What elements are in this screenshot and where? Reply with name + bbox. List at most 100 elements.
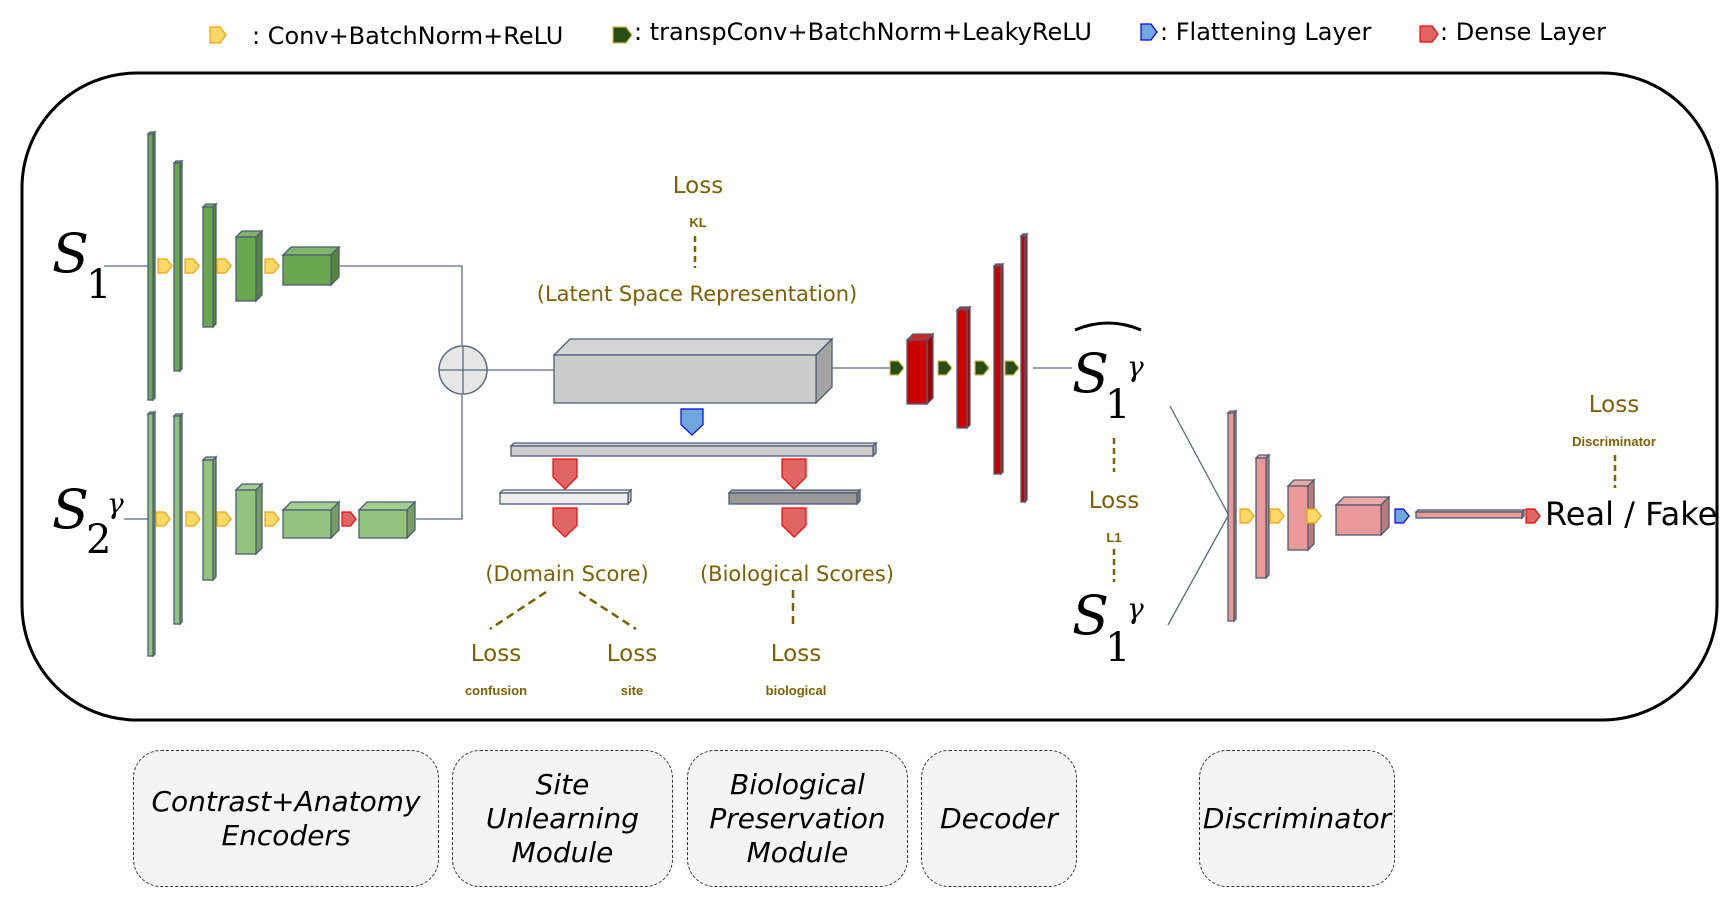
encoder2-layer-4 [234,482,264,556]
svg-text:2: 2 [86,517,111,563]
loss-site-sub: site [621,683,643,698]
legend-label-dense: : Dense Layer [1440,18,1606,46]
module-decoder: Decoder [921,750,1077,887]
conv-block-icon-e2-0 [155,511,171,527]
flatten-layer-icon [1140,23,1158,41]
svg-text:1: 1 [86,262,111,308]
encoder2-layer-2 [172,412,184,626]
main-frame [20,71,1719,722]
legend-label-conv: : Conv+BatchNorm+ReLU [252,22,563,50]
legend: : Conv+BatchNorm+ReLU : transpConv+Batch… [209,18,1606,50]
loss-biological-main: Loss [771,641,821,667]
svg-text:S: S [52,222,89,285]
svg-text:γ: γ [1127,592,1144,625]
encoder1-layer-4 [234,229,264,303]
dense-layer-icon-bio-2 [781,507,807,538]
encoder1-layer-2 [172,159,184,373]
dense-layer-icon-domain-1 [552,458,578,490]
encoder2-layer-3 [201,455,218,582]
conv-block-icon-e2-1 [185,511,201,527]
dense-layer-icon-domain-2 [552,507,578,538]
discriminator-layer-1 [1226,409,1238,623]
encoder2-layer-1 [146,410,157,658]
sum-node-icon [438,345,488,395]
encoder2-layer-5 [281,500,341,540]
biological-scores-label: (Biological Scores) [700,562,894,586]
legend-item-transp-conv: : transpConv+BatchNorm+LeakyReLU [612,18,1092,46]
input-s2-gamma-label: S 2 γ [52,478,124,563]
transp-conv-block-icon [612,26,633,44]
encoder2-layer-6 [357,500,417,540]
flattened-latent-vector [509,441,878,458]
discriminator-layer-4 [1334,495,1391,537]
legend-item-flatten: : Flattening Layer [1140,18,1371,46]
transp-conv-block-icon-dec-0 [889,360,905,376]
target-s1-gamma-label: S 1 γ [1072,584,1144,671]
svg-text:1: 1 [1105,382,1130,428]
conv-block-icon [209,26,227,44]
legend-item-conv: : Conv+BatchNorm+ReLU [209,22,563,50]
encoder1-layer-3 [201,202,218,329]
module-biological-preservation: Biological Preservation Module [687,750,908,887]
loss-site-main: Loss [607,641,657,667]
domain-dense-layer [498,488,633,506]
loss-confusion-main: Loss [471,641,521,667]
svg-text:γ: γ [107,487,124,520]
svg-text:S: S [1072,584,1109,647]
svg-text:S: S [52,478,89,541]
conv-block-icon-disc-0 [1239,508,1255,524]
dense-layer-icon [1419,25,1439,43]
flatten-layer-icon-latent [680,408,704,436]
loss-discriminator-sub: Discriminator [1572,434,1656,449]
dense-layer-icon-bio-1 [781,458,807,490]
module-encoders: Contrast+Anatomy Encoders [133,750,439,887]
hat-accent-icon [1074,321,1142,332]
score-loss-links [489,590,795,631]
connections [104,265,1229,626]
encoder1-layer-5 [281,245,341,287]
decoder-layer-1 [905,332,935,406]
decoder-layer-2 [955,305,972,430]
loss-confusion-sub: confusion [465,683,527,698]
dense-layer-icon-e2 [341,511,357,527]
svg-text:S: S [1072,342,1109,405]
conv-block-icon-e1-0 [157,258,173,274]
bio-dense-layer [727,488,862,506]
input-s1-label: S 1 [52,222,111,308]
conv-block-icon-e1-3 [264,258,280,274]
real-fake-label: Real / Fake [1545,495,1717,533]
encoder1-layer-1 [146,130,157,402]
svg-text:1: 1 [1105,625,1130,671]
conv-block-icon-e2-3 [264,511,280,527]
discriminator-layer-2 [1254,453,1271,580]
decoder-layer-3 [992,262,1005,476]
loss-l1-main: Loss [1089,488,1139,514]
transp-conv-block-icon-dec-2 [974,360,990,376]
module-discriminator: Discriminator [1199,750,1395,887]
loss-l1-sub: L1 [1106,530,1121,545]
discriminator-dense-vector [1414,508,1526,520]
flatten-layer-icon-disc [1394,508,1410,524]
latent-block [552,337,834,405]
decoder-layer-4 [1019,232,1029,504]
output-s1-hat-gamma-label: S 1 γ [1072,321,1144,428]
legend-item-dense: : Dense Layer [1419,18,1606,46]
legend-label-flatten: : Flattening Layer [1160,18,1371,46]
transp-conv-block-icon-dec-1 [937,360,953,376]
discriminator-layer-3 [1286,478,1316,552]
conv-block-icon-e1-1 [184,258,200,274]
module-site-unlearning: Site Unlearning Module [452,750,673,887]
transp-conv-block-icon-dec-3 [1004,360,1020,376]
loss-biological-sub: biological [766,683,827,698]
latent-label: (Latent Space Representation) [537,282,858,306]
svg-text:γ: γ [1127,350,1144,383]
legend-label-transp-conv: : transpConv+BatchNorm+LeakyReLU [634,18,1092,46]
conv-block-icon-disc-1 [1269,508,1285,524]
domain-score-label: (Domain Score) [485,562,648,586]
conv-block-icon-e2-2 [216,511,232,527]
loss-discriminator-main: Loss [1589,392,1639,418]
dense-layer-icon-disc [1525,508,1541,524]
conv-block-icon-e1-2 [216,258,232,274]
conv-block-icon-disc-2 [1306,508,1322,524]
